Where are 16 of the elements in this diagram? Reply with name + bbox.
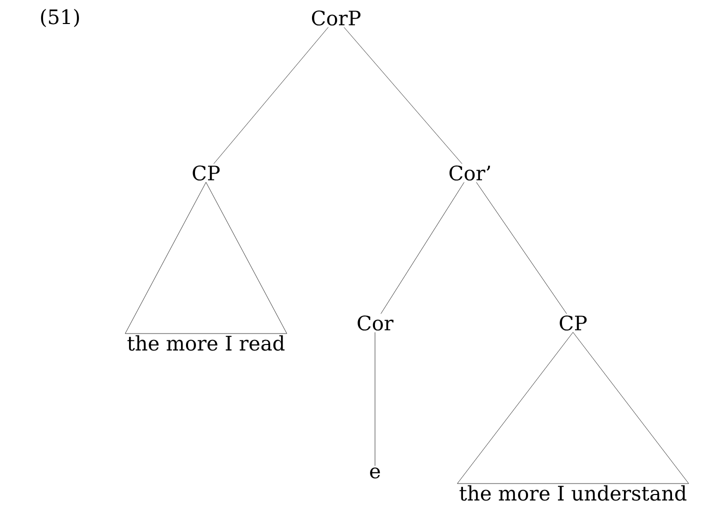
example-number: (51) xyxy=(41,8,79,28)
phrase-label: CP xyxy=(192,165,220,181)
phrase-label: CP xyxy=(560,315,587,331)
triangle xyxy=(457,332,689,484)
terminal-text: e xyxy=(370,468,380,478)
branch-line xyxy=(380,182,464,314)
phrase-label: Cor xyxy=(358,315,394,331)
triangle xyxy=(124,182,288,334)
phrase-label: CorP xyxy=(312,10,360,26)
branch-line xyxy=(214,27,328,164)
branch-line xyxy=(476,182,567,314)
branch-line xyxy=(374,332,376,466)
branch-line xyxy=(344,27,462,164)
terminal-text: the more I read xyxy=(127,335,285,351)
phrase-label: Cor’ xyxy=(450,165,490,181)
terminal-text: the more I understand xyxy=(460,485,686,501)
